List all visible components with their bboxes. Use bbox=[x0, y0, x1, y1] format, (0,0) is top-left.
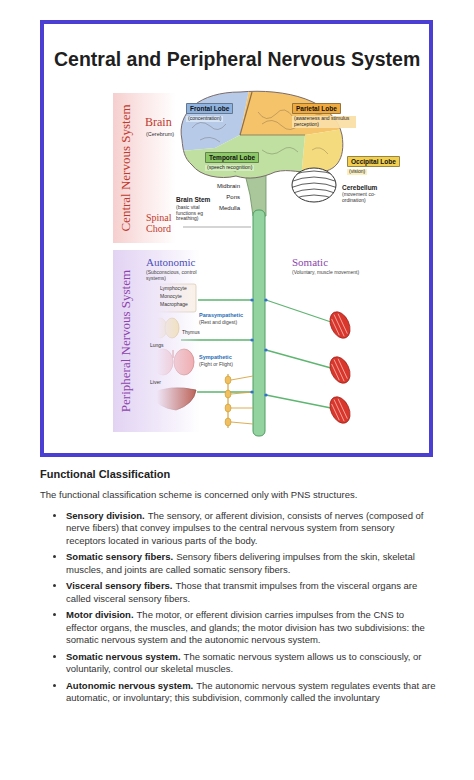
spinal-cord bbox=[253, 210, 265, 436]
temporal-lobe-label: Temporal Lobe (speech recognition) bbox=[205, 146, 259, 171]
part-label: Medulla bbox=[200, 205, 240, 212]
lobe-function: (awareness and stimulus perception) bbox=[292, 116, 356, 128]
cell-label: Monocyte bbox=[160, 294, 182, 300]
bullet-term: Somatic sensory fibers. bbox=[66, 551, 173, 562]
bullet-item: Somatic nervous system.The somatic nervo… bbox=[66, 651, 436, 676]
bullet-term: Motor division. bbox=[66, 609, 134, 620]
cerebellum-folds bbox=[290, 171, 338, 200]
part-label: Brain Stem bbox=[176, 196, 210, 203]
subdivision-label: Sympathetic bbox=[199, 354, 232, 360]
division-note: (Subconscious, control systems) bbox=[146, 270, 206, 281]
subdivision-note: (Fight or Flight) bbox=[199, 362, 233, 368]
bullet-item: Sensory division.The sensory, or afferen… bbox=[66, 510, 436, 548]
organ-label: Thymus bbox=[182, 330, 200, 336]
frontal-lobe-label: Frontal Lobe (concentration) bbox=[186, 97, 233, 122]
subdivision-label: Parasympathetic bbox=[199, 312, 243, 318]
cell-label: Lymphocyte bbox=[160, 286, 187, 292]
card-frame bbox=[42, 22, 431, 455]
region-label: Spinal Chord bbox=[146, 212, 180, 234]
nerve-root-dots bbox=[250, 298, 267, 396]
occipital-lobe-label: Occipital Lobe (vision) bbox=[347, 150, 400, 175]
lobe-name-box: Temporal Lobe bbox=[205, 152, 259, 163]
division-label: Autonomic bbox=[146, 256, 196, 268]
leader-line bbox=[183, 227, 251, 228]
bullet-term: Sensory division. bbox=[66, 510, 145, 521]
organ-label: Liver bbox=[150, 380, 161, 386]
bullet-term: Somatic nervous system. bbox=[66, 651, 181, 662]
bullet-item: Autonomic nervous system.The autonomic n… bbox=[66, 680, 436, 705]
part-note: (movement co-ordination) bbox=[342, 192, 388, 203]
region-note: (Cerebrum) bbox=[146, 131, 174, 137]
bullet-item: Somatic sensory fibers.Sensory fibers de… bbox=[66, 551, 436, 576]
bullet-item: Visceral sensory fibers.Those that trans… bbox=[66, 580, 436, 605]
bullet-term: Visceral sensory fibers. bbox=[66, 580, 173, 591]
cell-label: Macrophage bbox=[160, 302, 188, 308]
lobe-name-box: Frontal Lobe bbox=[186, 103, 233, 114]
bullet-list: Sensory division.The sensory, or afferen… bbox=[40, 510, 436, 705]
part-note: (basic vital functions eg breathing) bbox=[176, 205, 214, 222]
bullet-item: Motor division.The motor, or efferent di… bbox=[66, 609, 436, 647]
nerve-fibres bbox=[181, 300, 331, 408]
division-note: (Voluntary, muscle movement) bbox=[292, 270, 372, 276]
paragraph: The functional classification scheme is … bbox=[40, 489, 436, 502]
lobe-name-box: Occipital Lobe bbox=[347, 156, 400, 167]
section-heading: Functional Classification bbox=[40, 468, 436, 480]
parietal-lobe-label: Parietal Lobe (awareness and stimulus per… bbox=[292, 97, 356, 128]
lobe-function: (speech recognition) bbox=[205, 165, 254, 171]
division-label: Somatic bbox=[292, 256, 328, 268]
part-label: Cerebellum bbox=[342, 184, 377, 191]
band-title: Central Nervous System bbox=[119, 104, 132, 231]
muscle bbox=[326, 394, 354, 427]
diagram-title: Central and Peripheral Nervous System bbox=[54, 48, 420, 71]
muscle bbox=[326, 354, 354, 387]
document-text: Functional ClassificationThe functional … bbox=[40, 468, 436, 709]
lobe-function: (concentration) bbox=[186, 116, 223, 122]
lobe-name-box: Parietal Lobe bbox=[292, 103, 341, 114]
sympathetic-chain bbox=[225, 374, 253, 428]
region-label: Brain bbox=[145, 116, 172, 129]
subdivision-note: (Rest and digest) bbox=[199, 320, 237, 326]
part-label: Midbrain bbox=[200, 183, 240, 190]
brain-outline bbox=[181, 91, 343, 178]
bullet-term: Autonomic nervous system. bbox=[66, 680, 193, 691]
band-title: Peripheral Nervous System bbox=[119, 270, 132, 412]
organ-label: Lungs bbox=[150, 343, 164, 349]
lobe-function: (vision) bbox=[347, 169, 367, 175]
muscle bbox=[326, 309, 354, 342]
